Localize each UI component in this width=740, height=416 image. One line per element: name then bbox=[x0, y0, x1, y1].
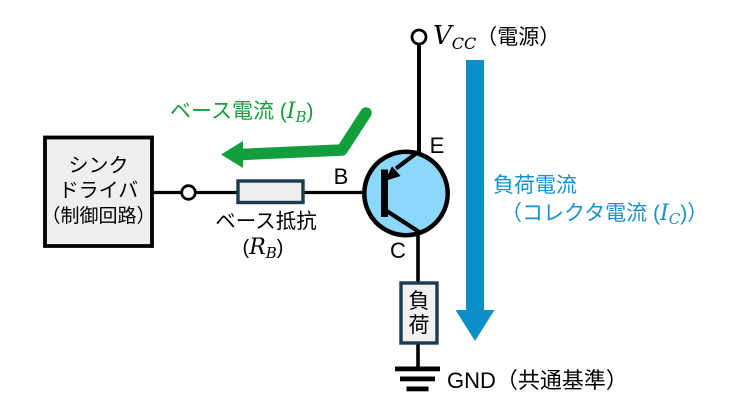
transistor-base-label: B bbox=[334, 164, 349, 189]
vcc-symbol: V bbox=[433, 21, 454, 51]
base-resistor-ref: (RB) bbox=[243, 235, 284, 262]
collector-current-text: （コレクタ電流 ( bbox=[501, 202, 660, 225]
transistor-collector-line bbox=[384, 208, 422, 235]
transistor-emitter-line bbox=[394, 150, 420, 171]
base-current-label: ベース電流 (IB) bbox=[170, 99, 314, 126]
collector-current-close: )） bbox=[680, 202, 708, 225]
load-current-label: 負荷電流 （コレクタ電流 (IC)） bbox=[493, 174, 708, 228]
base-resistor-ref-open: ( bbox=[243, 237, 250, 259]
base-current-arrow bbox=[221, 107, 372, 168]
driver-box-line2: ドライバ bbox=[59, 180, 139, 202]
vcc-suffix: （電源） bbox=[476, 26, 560, 49]
ground-label: GND（共通基準） bbox=[447, 368, 628, 393]
load-current-label-line1: 負荷電流 bbox=[493, 174, 577, 197]
load-current-label-line2: （コレクタ電流 (IC)） bbox=[501, 201, 708, 228]
load-current-arrow bbox=[455, 60, 495, 341]
vcc-label: VCC（電源） bbox=[433, 21, 560, 53]
transistor-emitter-label: E bbox=[430, 133, 445, 158]
base-current-arrow-shaft bbox=[235, 107, 372, 161]
base-resistor-subscript: B bbox=[265, 244, 277, 262]
driver-box-outline bbox=[43, 135, 154, 248]
collector-current-subscript: C bbox=[669, 210, 681, 228]
ground-bar-1 bbox=[395, 366, 440, 372]
transistor: B E C bbox=[334, 133, 450, 263]
load-current-arrow-shaft bbox=[466, 60, 484, 312]
ground-symbol: GND（共通基準） bbox=[395, 366, 628, 393]
base-resistor: ベース抵抗 (RB) bbox=[215, 179, 317, 262]
load-box-char2: 荷 bbox=[409, 314, 430, 337]
ground-bar-2 bbox=[400, 376, 435, 382]
collector-current-symbol: I bbox=[659, 201, 670, 226]
vcc-terminal: VCC（電源） bbox=[410, 21, 560, 53]
base-resistor-ref-close: ) bbox=[277, 237, 284, 259]
load-box-char1: 負 bbox=[409, 290, 430, 313]
base-current-arrowhead bbox=[221, 141, 243, 168]
driver-box-line1: シンク bbox=[69, 154, 129, 177]
wires bbox=[416, 44, 421, 369]
base-current-symbol: I bbox=[286, 99, 297, 124]
base-current-subscript: B bbox=[294, 108, 306, 126]
input-terminal bbox=[180, 184, 197, 201]
base-current-label-close: ) bbox=[307, 100, 314, 123]
load-current-arrowhead bbox=[455, 310, 495, 341]
ground-bar-3 bbox=[406, 386, 429, 392]
vcc-subscript: CC bbox=[452, 34, 476, 53]
vcc-terminal-circle bbox=[410, 28, 428, 46]
base-resistor-symbol: R bbox=[248, 235, 266, 260]
transistor-collector-label: C bbox=[390, 238, 406, 263]
base-resistor-body bbox=[236, 179, 305, 205]
transistor-emitter-arrowhead bbox=[385, 166, 401, 181]
driver-box-line3: （制御回路） bbox=[41, 205, 155, 227]
base-resistor-label: ベース抵抗 bbox=[215, 210, 316, 233]
driver-box: シンク ドライバ （制御回路） bbox=[41, 135, 156, 248]
load-box-outline bbox=[399, 281, 439, 345]
base-current-label-text: ベース電流 ( bbox=[170, 100, 287, 123]
load-box: 負 荷 bbox=[399, 281, 439, 345]
